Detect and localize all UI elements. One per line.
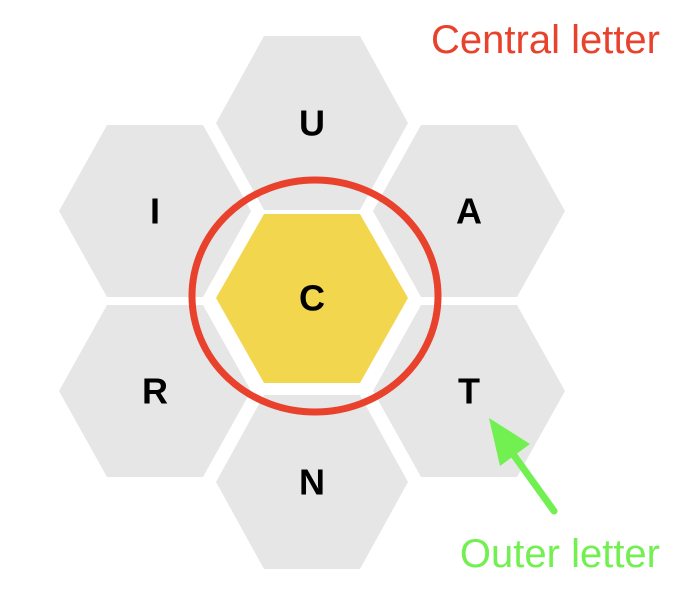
hex-letter-bottom[interactable]: N — [299, 462, 325, 503]
hex-cell-upper-right[interactable]: A — [373, 125, 565, 297]
hex-letter-upper-right[interactable]: A — [456, 191, 482, 232]
hex-letter-center[interactable]: C — [299, 278, 325, 319]
outer-letter-label: Outer letter — [460, 532, 660, 576]
hex-letter-lower-right[interactable]: T — [458, 371, 480, 412]
hex-cell-bottom[interactable]: N — [216, 395, 408, 569]
hex-cell-lower-left[interactable]: R — [59, 305, 251, 477]
hex-tile-bottom[interactable] — [216, 395, 408, 569]
hex-cell-lower-right[interactable]: T — [373, 305, 565, 477]
hex-tile-top[interactable] — [216, 36, 408, 210]
hex-letter-top[interactable]: U — [299, 103, 325, 144]
hex-cell-upper-left[interactable]: I — [59, 125, 251, 297]
hex-letter-upper-left[interactable]: I — [150, 191, 160, 232]
hex-tile-upper-right[interactable] — [373, 125, 565, 297]
outer-pointer-arrow-icon — [489, 418, 558, 515]
central-highlight-ring-icon — [188, 176, 442, 416]
hex-letter-lower-left[interactable]: R — [142, 371, 168, 412]
hex-cell-top[interactable]: U — [216, 36, 408, 210]
hex-tile-center[interactable] — [216, 214, 408, 383]
hex-cell-center[interactable]: C — [216, 214, 408, 383]
central-letter-label: Central letter — [431, 18, 660, 62]
